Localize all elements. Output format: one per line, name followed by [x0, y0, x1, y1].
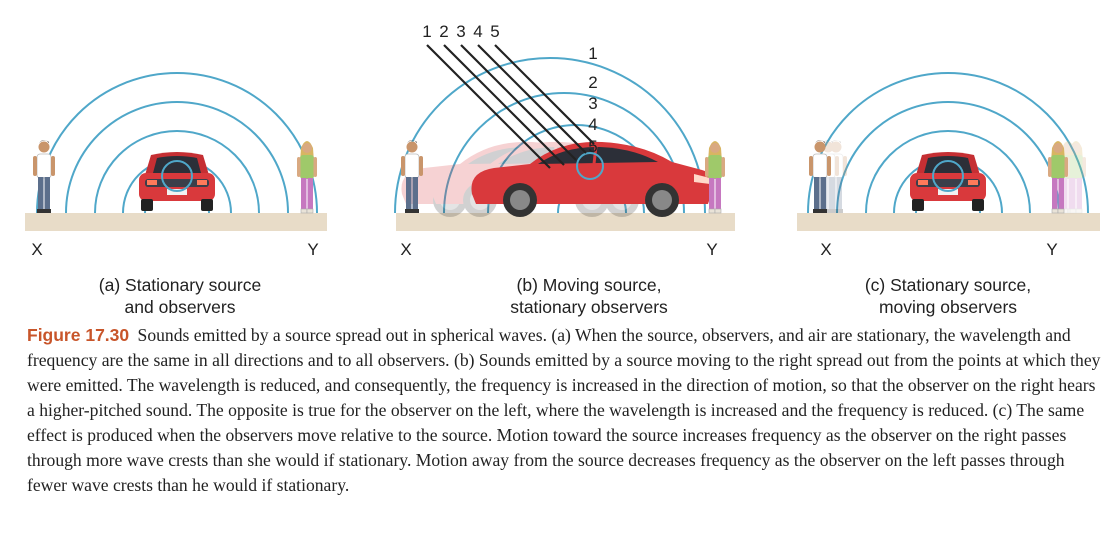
wavefront-number-side-2: 2 — [588, 73, 597, 92]
woman-observer-a — [296, 140, 318, 214]
wavefront-number-side-4: 4 — [588, 115, 597, 134]
panel-a-caption: (a) Stationary source and observers — [98, 275, 262, 317]
figure-label: Figure 17.30 — [27, 325, 130, 345]
wavefront-c-3 — [865, 130, 1031, 213]
wavefront-numbers-top: 1 2 3 4 5 — [422, 22, 499, 41]
wavefront-number-top-5: 5 — [490, 22, 499, 41]
emission-line-1 — [426, 44, 551, 169]
label-x-b: X — [400, 240, 411, 259]
wavefront-number-top-4: 4 — [473, 22, 482, 41]
doppler-diagram: X Y 1 2 3 4 5 — [25, 22, 1100, 259]
panel-b-caption: (b) Moving source, stationary observers — [510, 275, 668, 317]
wavefront-c-2 — [836, 101, 1060, 213]
emission-line-2 — [443, 44, 565, 166]
emission-line-5 — [494, 44, 595, 145]
label-y-c: Y — [1046, 240, 1057, 259]
figure-caption-text: Sounds emitted by a source spread out in… — [27, 325, 1101, 495]
wavefront-a-3 — [94, 130, 260, 213]
wavefront-number-side-5: 5 — [588, 137, 597, 156]
wavefront-number-side-1: 1 — [588, 44, 597, 63]
panel-b: 1 2 3 4 5 1 2 3 4 5 X Y — [394, 22, 735, 259]
wavefront-b-1 — [394, 57, 706, 213]
label-y-b: Y — [706, 240, 717, 259]
wavefront-a-6 — [161, 160, 193, 192]
label-y-a: Y — [307, 240, 318, 259]
label-x-c: X — [820, 240, 831, 259]
emission-line-4 — [477, 44, 587, 154]
wavefront-number-side-3: 3 — [588, 94, 597, 113]
wavefront-number-top-1: 1 — [422, 22, 431, 41]
ground-c — [797, 213, 1100, 231]
panel-a: X Y — [25, 72, 327, 259]
wavefront-number-top-2: 2 — [439, 22, 448, 41]
wavefront-numbers-side: 1 2 3 4 5 — [588, 44, 597, 156]
wavefront-c-1 — [807, 72, 1089, 213]
panel-c-caption: (c) Stationary source, moving observers — [864, 275, 1032, 317]
wavefront-b-2 — [443, 92, 685, 213]
ground-b — [396, 213, 735, 231]
wavefront-c-6 — [932, 160, 964, 192]
ground-a — [25, 213, 327, 231]
wavefront-a-2 — [65, 101, 289, 213]
emission-line-3 — [460, 44, 577, 161]
figure-caption: Figure 17.30 Sounds emitted by a source … — [27, 323, 1102, 498]
wavefront-a-1 — [36, 72, 318, 213]
panel-c: X Y — [797, 72, 1100, 259]
label-x-a: X — [31, 240, 42, 259]
wavefront-number-top-3: 3 — [456, 22, 465, 41]
wavefront-b-6 — [576, 152, 604, 180]
emission-lines-b — [426, 44, 595, 169]
